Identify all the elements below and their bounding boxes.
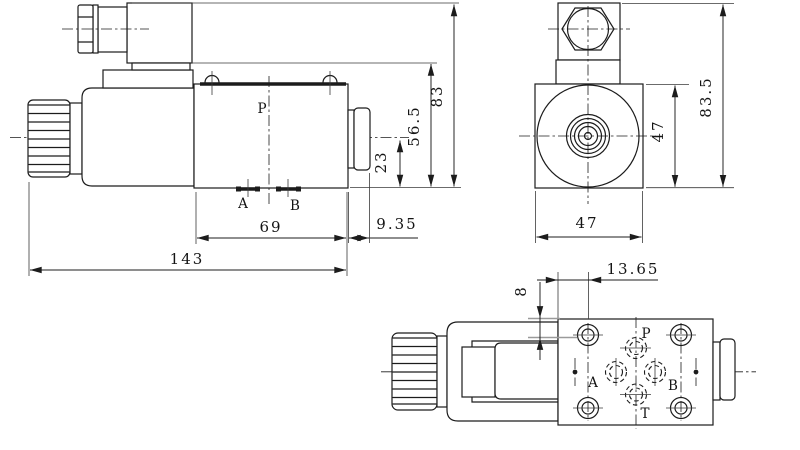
end-connector bbox=[548, 2, 630, 85]
bottom-view-dimensions: 13.65 8 bbox=[512, 260, 660, 360]
bottom-knob-knurl-lines bbox=[392, 337, 437, 405]
side-port-grooves bbox=[236, 179, 301, 197]
side-valve-body: P A B bbox=[193, 71, 371, 214]
bottom-view: P A B T 13.65 bbox=[381, 260, 756, 429]
bottom-port-b-label: B bbox=[668, 378, 678, 394]
bottom-port-t-label: T bbox=[640, 406, 649, 422]
side-knob bbox=[27, 99, 83, 178]
side-knob-knurl-lines bbox=[28, 104, 70, 173]
bottom-solenoid bbox=[446, 321, 559, 422]
bottom-port-a-label: A bbox=[587, 375, 598, 391]
dim-end-body-width: 47 bbox=[575, 214, 598, 232]
dim-bolt-line-offset: 13.65 bbox=[607, 260, 660, 278]
side-knob-neck bbox=[69, 102, 83, 175]
side-port-b-label: B bbox=[290, 198, 300, 214]
side-connector-flange bbox=[131, 62, 191, 71]
side-view: P A B bbox=[10, 2, 461, 276]
dim-end-total-height: 83.5 bbox=[697, 76, 715, 117]
dim-body-length: 69 bbox=[259, 218, 282, 236]
dim-pin-extension: 9.35 bbox=[376, 215, 417, 233]
bottom-pin-marks bbox=[572, 358, 699, 386]
bottom-solenoid-tube bbox=[461, 346, 496, 398]
dim-coil-top-height: 56.5 bbox=[405, 105, 423, 146]
side-top-screws bbox=[204, 71, 338, 95]
side-connector-housing bbox=[126, 2, 193, 64]
side-pin-cap bbox=[347, 107, 371, 171]
bottom-mounting-plate: P A B T bbox=[557, 317, 714, 429]
side-port-a-label: A bbox=[237, 196, 248, 212]
side-solenoid bbox=[81, 69, 195, 187]
bottom-knob bbox=[391, 332, 448, 411]
side-port-p-label: P bbox=[257, 101, 266, 117]
side-gland-body bbox=[97, 6, 128, 53]
dim-port-axis-height: 23 bbox=[372, 150, 390, 173]
dim-end-body-height: 47 bbox=[649, 119, 667, 142]
side-view-dimensions: 69 9.35 143 23 56.5 83 bbox=[28, 2, 461, 276]
bottom-pin-cap bbox=[712, 338, 736, 401]
side-solenoid-step bbox=[102, 69, 194, 89]
dim-tube-edge-offset: 8 bbox=[512, 285, 530, 297]
side-connector bbox=[62, 2, 193, 71]
bottom-port-p-label: P bbox=[641, 326, 650, 342]
dim-total-height: 83 bbox=[428, 84, 446, 107]
end-view-dimensions: 47 83.5 47 bbox=[535, 3, 734, 243]
bottom-knob-neck bbox=[436, 335, 448, 408]
bottom-ports bbox=[604, 336, 667, 406]
end-view: 47 83.5 47 bbox=[519, 2, 734, 243]
dim-total-length: 143 bbox=[170, 250, 205, 268]
